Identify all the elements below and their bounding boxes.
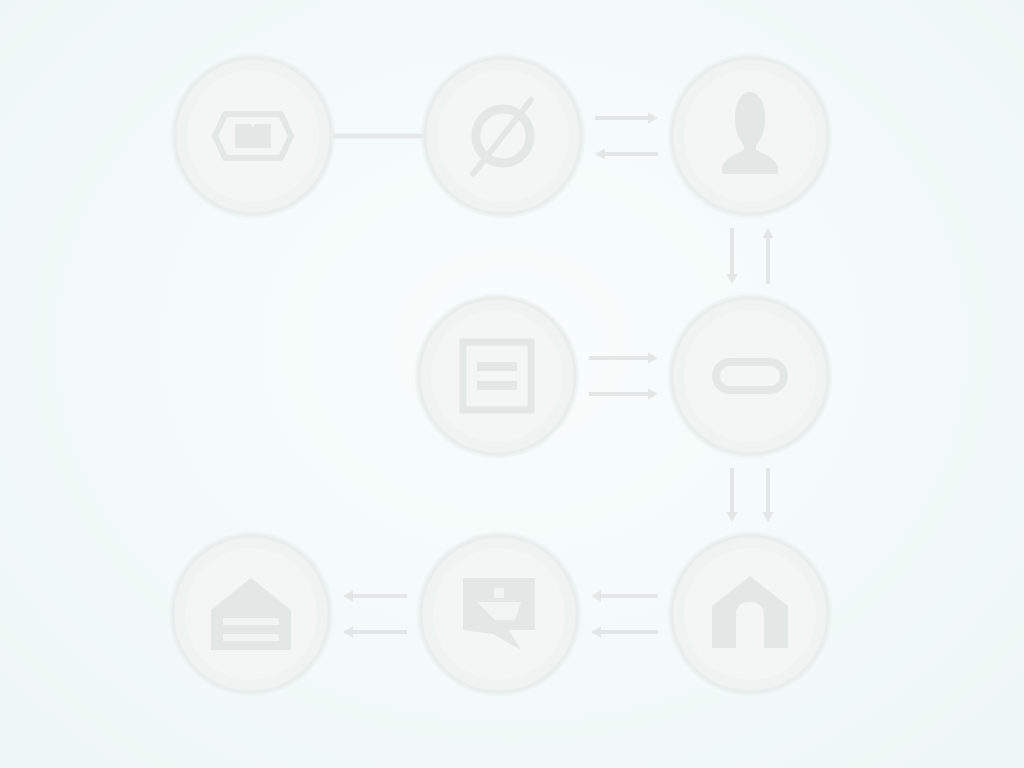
connector-n8-n7	[591, 590, 658, 638]
toggle-pill-icon	[712, 358, 788, 394]
connector-n3-n5	[726, 228, 774, 284]
document-list-icon	[459, 338, 535, 414]
node-n7[interactable]	[417, 532, 581, 696]
connector-arrow	[343, 590, 407, 602]
connector-n5-n8	[726, 468, 774, 522]
connector-line	[329, 133, 427, 139]
connector-n2-n3	[595, 112, 658, 160]
user-icon	[722, 92, 778, 174]
connector-arrow	[589, 388, 658, 400]
chat-bubble-icon	[463, 578, 535, 650]
nodes-layer	[169, 54, 832, 696]
connector-arrow	[343, 626, 407, 638]
connector-n4-n5	[589, 352, 658, 400]
connector-arrow	[762, 468, 774, 522]
connector-arrow	[589, 352, 658, 364]
house-icon	[712, 576, 788, 648]
connector-arrow	[762, 228, 774, 284]
node-n4[interactable]	[415, 294, 579, 458]
connector-n7-n6	[343, 590, 407, 638]
connector-arrow	[595, 112, 658, 124]
node-n1[interactable]	[171, 54, 335, 218]
connector-arrow	[726, 228, 738, 284]
connectors-layer	[329, 112, 774, 638]
connector-n1-n2	[329, 133, 427, 139]
node-inner-circle	[431, 310, 563, 442]
node-n3[interactable]	[668, 54, 832, 218]
node-n8[interactable]	[668, 532, 832, 696]
node-n5[interactable]	[668, 294, 832, 458]
home-alt-icon	[211, 578, 291, 650]
prohibited-icon	[470, 97, 535, 177]
connector-arrow	[591, 590, 658, 602]
connector-arrow	[591, 626, 658, 638]
node-n2[interactable]	[421, 54, 585, 218]
connector-arrow	[726, 468, 738, 522]
connector-arrow	[595, 148, 658, 160]
node-n6[interactable]	[169, 532, 333, 696]
cpu-chip-icon	[212, 111, 294, 161]
node-inner-circle	[684, 310, 816, 442]
node-inner-circle	[684, 548, 816, 680]
